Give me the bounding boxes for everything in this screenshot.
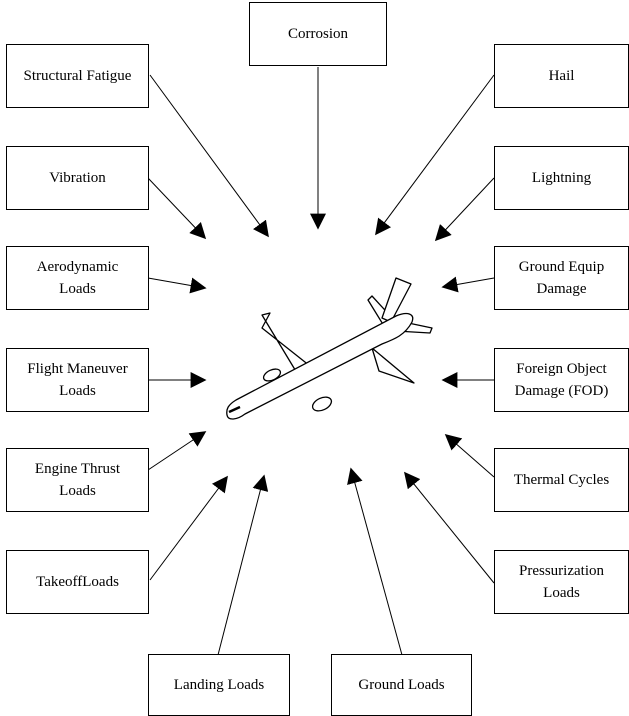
box-pressurization-loads: Pressurization Loads — [494, 550, 629, 614]
arrow-landing-loads — [217, 474, 269, 656]
arrow-engine-thrust-loads — [147, 431, 207, 471]
box-vibration: Vibration — [6, 146, 149, 210]
box-engine-thrust-loads: Engine Thrust Loads — [6, 448, 149, 512]
box-foreign-object-damage: Foreign Object Damage (FOD) — [494, 348, 629, 412]
box-hail: Hail — [494, 44, 629, 108]
arrow-aerodynamic-loads — [147, 277, 207, 294]
box-lightning: Lightning — [494, 146, 629, 210]
arrow-ground-loads — [347, 467, 403, 656]
box-flight-maneuver-loads: Flight Maneuver Loads — [6, 348, 149, 412]
box-aerodynamic-loads: Aerodynamic Loads — [6, 246, 149, 310]
box-ground-loads: Ground Loads — [331, 654, 472, 716]
arrow-hail — [375, 74, 495, 236]
arrow-pressurization-loads — [403, 471, 495, 584]
box-corrosion: Corrosion — [249, 2, 387, 66]
box-structural-fatigue: Structural Fatigue — [6, 44, 149, 108]
arrow-structural-fatigue — [149, 74, 269, 238]
arrow-takeoff-loads — [149, 475, 228, 581]
box-ground-equip-damage: Ground Equip Damage — [494, 246, 629, 310]
box-takeoff-loads: TakeoffLoads — [6, 550, 149, 614]
arrow-vibration — [147, 177, 207, 240]
box-thermal-cycles: Thermal Cycles — [494, 448, 629, 512]
arrow-thermal-cycles — [444, 433, 495, 478]
airplane-icon — [226, 277, 433, 420]
box-landing-loads: Landing Loads — [148, 654, 290, 716]
arrow-lightning — [434, 177, 495, 242]
arrow-ground-equip-damage — [441, 276, 495, 293]
